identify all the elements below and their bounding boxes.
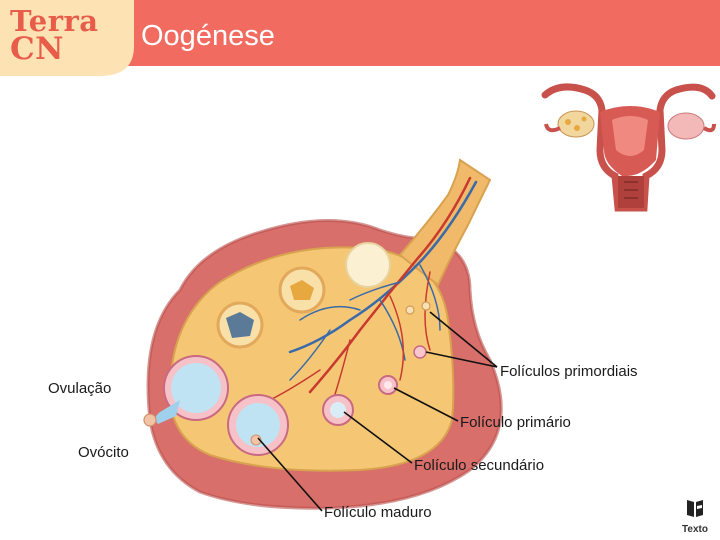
label-foliculos-primordiais: Folículos primordiais [500,363,638,380]
logo-line2: CN [10,31,65,67]
publisher-logo: Texto [675,498,715,535]
label-foliculo-secundario: Folículo secundário [414,457,545,474]
oocyte [143,413,157,427]
page-title: Oogénese [141,20,275,52]
book-icon [687,500,703,517]
primordial-follicles [405,301,431,315]
publisher-name: Texto [682,524,708,535]
label-ovocito: Ovócito [78,444,129,461]
uterus-illustration [541,83,716,212]
logo-background [0,0,134,76]
label-foliculo-maduro: Folículo maduro [324,504,432,521]
label-foliculo-primario: Folículo primário [460,414,571,431]
label-ovulacao: Ovulação [48,380,112,397]
logo-line1: Terra [10,4,99,38]
primary-follicle [413,345,427,359]
corpus-luteum-group [216,242,391,349]
